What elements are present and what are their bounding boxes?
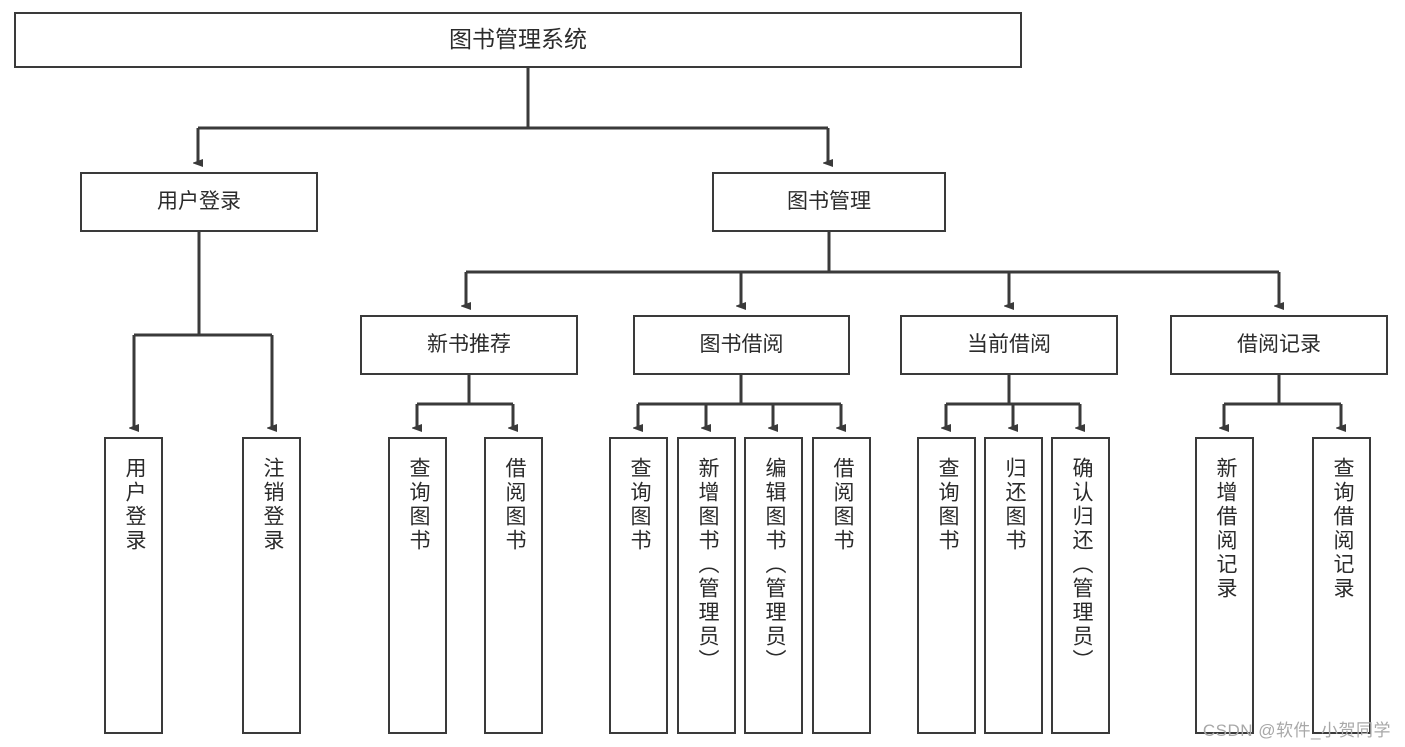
node-label: 图书管理 [787, 189, 871, 213]
leaf-borrow-book-recommend[interactable]: 借阅图书 [484, 437, 543, 734]
node-label: 图书管理系统 [449, 26, 587, 53]
leaf-edit-book-admin[interactable]: 编辑图书（管理员） [744, 437, 803, 734]
node-book-management[interactable]: 图书管理 [712, 172, 946, 232]
node-label: 新增借阅记录 [1213, 457, 1237, 601]
node-borrow-records[interactable]: 借阅记录 [1170, 315, 1388, 375]
leaf-add-book-admin[interactable]: 新增图书（管理员） [677, 437, 736, 734]
node-label: 图书借阅 [699, 332, 784, 356]
node-label: 编辑图书（管理员） [762, 457, 786, 673]
leaf-query-book-recommend[interactable]: 查询图书 [388, 437, 447, 734]
leaf-user-login[interactable]: 用户登录 [104, 437, 163, 734]
node-current-borrow[interactable]: 当前借阅 [900, 315, 1118, 375]
node-label: 归还图书 [1002, 457, 1026, 553]
node-label: 注销登录 [260, 457, 284, 553]
node-label: 确认归还（管理员） [1069, 457, 1093, 673]
node-label: 借阅图书 [830, 457, 854, 553]
node-label: 借阅记录 [1237, 332, 1321, 356]
leaf-borrow-book[interactable]: 借阅图书 [812, 437, 871, 734]
watermark-text: CSDN @软件_小贺同学 [1202, 721, 1391, 740]
node-label: 用户登录 [122, 457, 146, 553]
leaf-query-book-current[interactable]: 查询图书 [917, 437, 976, 734]
node-book-borrow[interactable]: 图书借阅 [633, 315, 850, 375]
node-label: 新增图书（管理员） [695, 457, 719, 673]
node-label: 借阅图书 [502, 457, 526, 553]
node-label: 查询图书 [627, 457, 651, 553]
leaf-confirm-return-admin[interactable]: 确认归还（管理员） [1051, 437, 1110, 734]
leaf-query-book-borrow[interactable]: 查询图书 [609, 437, 668, 734]
node-label: 查询图书 [406, 457, 430, 553]
node-label: 用户登录 [157, 189, 241, 213]
leaf-add-borrow-record[interactable]: 新增借阅记录 [1195, 437, 1254, 734]
node-root-system[interactable]: 图书管理系统 [14, 12, 1022, 68]
node-user-login[interactable]: 用户登录 [80, 172, 318, 232]
node-label: 当前借阅 [967, 332, 1051, 356]
node-label: 查询图书 [935, 457, 959, 553]
node-label: 新书推荐 [427, 332, 511, 356]
leaf-return-book[interactable]: 归还图书 [984, 437, 1043, 734]
node-new-book-recommend[interactable]: 新书推荐 [360, 315, 578, 375]
leaf-logout[interactable]: 注销登录 [242, 437, 301, 734]
node-label: 查询借阅记录 [1330, 457, 1354, 601]
leaf-query-borrow-record[interactable]: 查询借阅记录 [1312, 437, 1371, 734]
